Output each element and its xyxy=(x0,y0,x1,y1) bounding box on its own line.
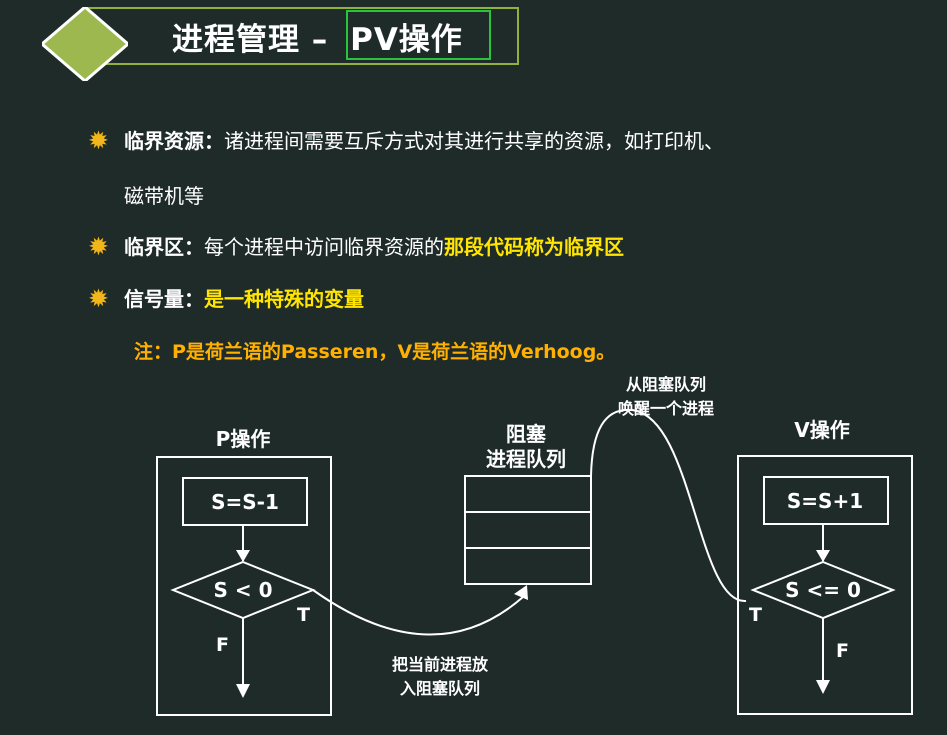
block-curve-arrow xyxy=(312,589,524,636)
star-bullet-icon: ✹ xyxy=(88,284,109,313)
p-true-label: T xyxy=(297,604,310,626)
v-decision-label: S <= 0 xyxy=(785,578,861,602)
star-bullet-icon: ✹ xyxy=(88,232,109,261)
title-prefix: 进程管理 – xyxy=(172,22,329,58)
title-highlight-box xyxy=(346,10,491,60)
block-label-line-2: 入阻塞队列 xyxy=(400,679,480,698)
note-text: 注：P是荷兰语的Passeren，V是荷兰语的Verhoog。 xyxy=(134,341,616,363)
p-arrow-head-icon xyxy=(236,550,250,562)
v-arrow-head-icon xyxy=(816,550,830,562)
title-diamond-icon xyxy=(42,7,128,81)
v-process-box xyxy=(763,476,889,525)
v-false-label: F xyxy=(836,640,849,662)
bullet-highlight: 那段代码称为临界区 xyxy=(444,235,624,259)
block-arrow-head-icon xyxy=(514,585,528,600)
wake-curve-connector xyxy=(590,408,747,603)
queue-title-line-2: 进程队列 xyxy=(486,447,566,471)
bullet-label: 临界资源： xyxy=(124,129,224,153)
bullet-text: 每个进程中访问临界资源的 xyxy=(204,235,444,259)
wake-label-line-1: 从阻塞队列 xyxy=(626,375,706,394)
p-operation-frame xyxy=(156,456,332,716)
queue-title-line-1: 阻塞 xyxy=(506,422,547,446)
p-process-box xyxy=(182,477,308,526)
bullet-highlight: 是一种特殊的变量 xyxy=(204,287,364,311)
p-operation-title: P操作 xyxy=(216,427,271,451)
blocked-queue-box xyxy=(464,475,592,585)
block-label-line-1: 把当前进程放 xyxy=(392,655,489,674)
bullet-critical-resource: ✹ 临界资源：诸进程间需要互斥方式对其进行共享的资源，如打印机、 xyxy=(88,126,724,156)
v-process-label: S=S+1 xyxy=(787,489,863,513)
wake-label-line-2: 唤醒一个进程 xyxy=(618,399,714,418)
p-decision-label: S < 0 xyxy=(213,578,272,602)
v-operation-title: V操作 xyxy=(794,418,849,442)
v-false-arrow-head-icon xyxy=(816,680,830,694)
p-false-label: F xyxy=(216,634,229,656)
bullet-critical-section: ✹ 临界区：每个进程中访问临界资源的那段代码称为临界区 xyxy=(88,232,624,262)
bullet-text: 诸进程间需要互斥方式对其进行共享的资源，如打印机、 xyxy=(224,129,724,153)
p-process-label: S=S-1 xyxy=(211,490,279,514)
star-bullet-icon: ✹ xyxy=(88,126,109,155)
v-true-label: T xyxy=(749,604,762,626)
v-operation-frame xyxy=(737,455,913,715)
p-false-arrow-head-icon xyxy=(236,684,250,698)
title-emphasis: PV操作 xyxy=(350,22,463,58)
bullet-semaphore: ✹ 信号量：是一种特殊的变量 xyxy=(88,284,364,314)
bullet-label: 信号量： xyxy=(124,287,204,311)
page-title: 进程管理 – PV操作 xyxy=(172,14,463,59)
bullet-label: 临界区： xyxy=(124,235,204,259)
bullet-continuation: 磁带机等 xyxy=(124,184,204,208)
